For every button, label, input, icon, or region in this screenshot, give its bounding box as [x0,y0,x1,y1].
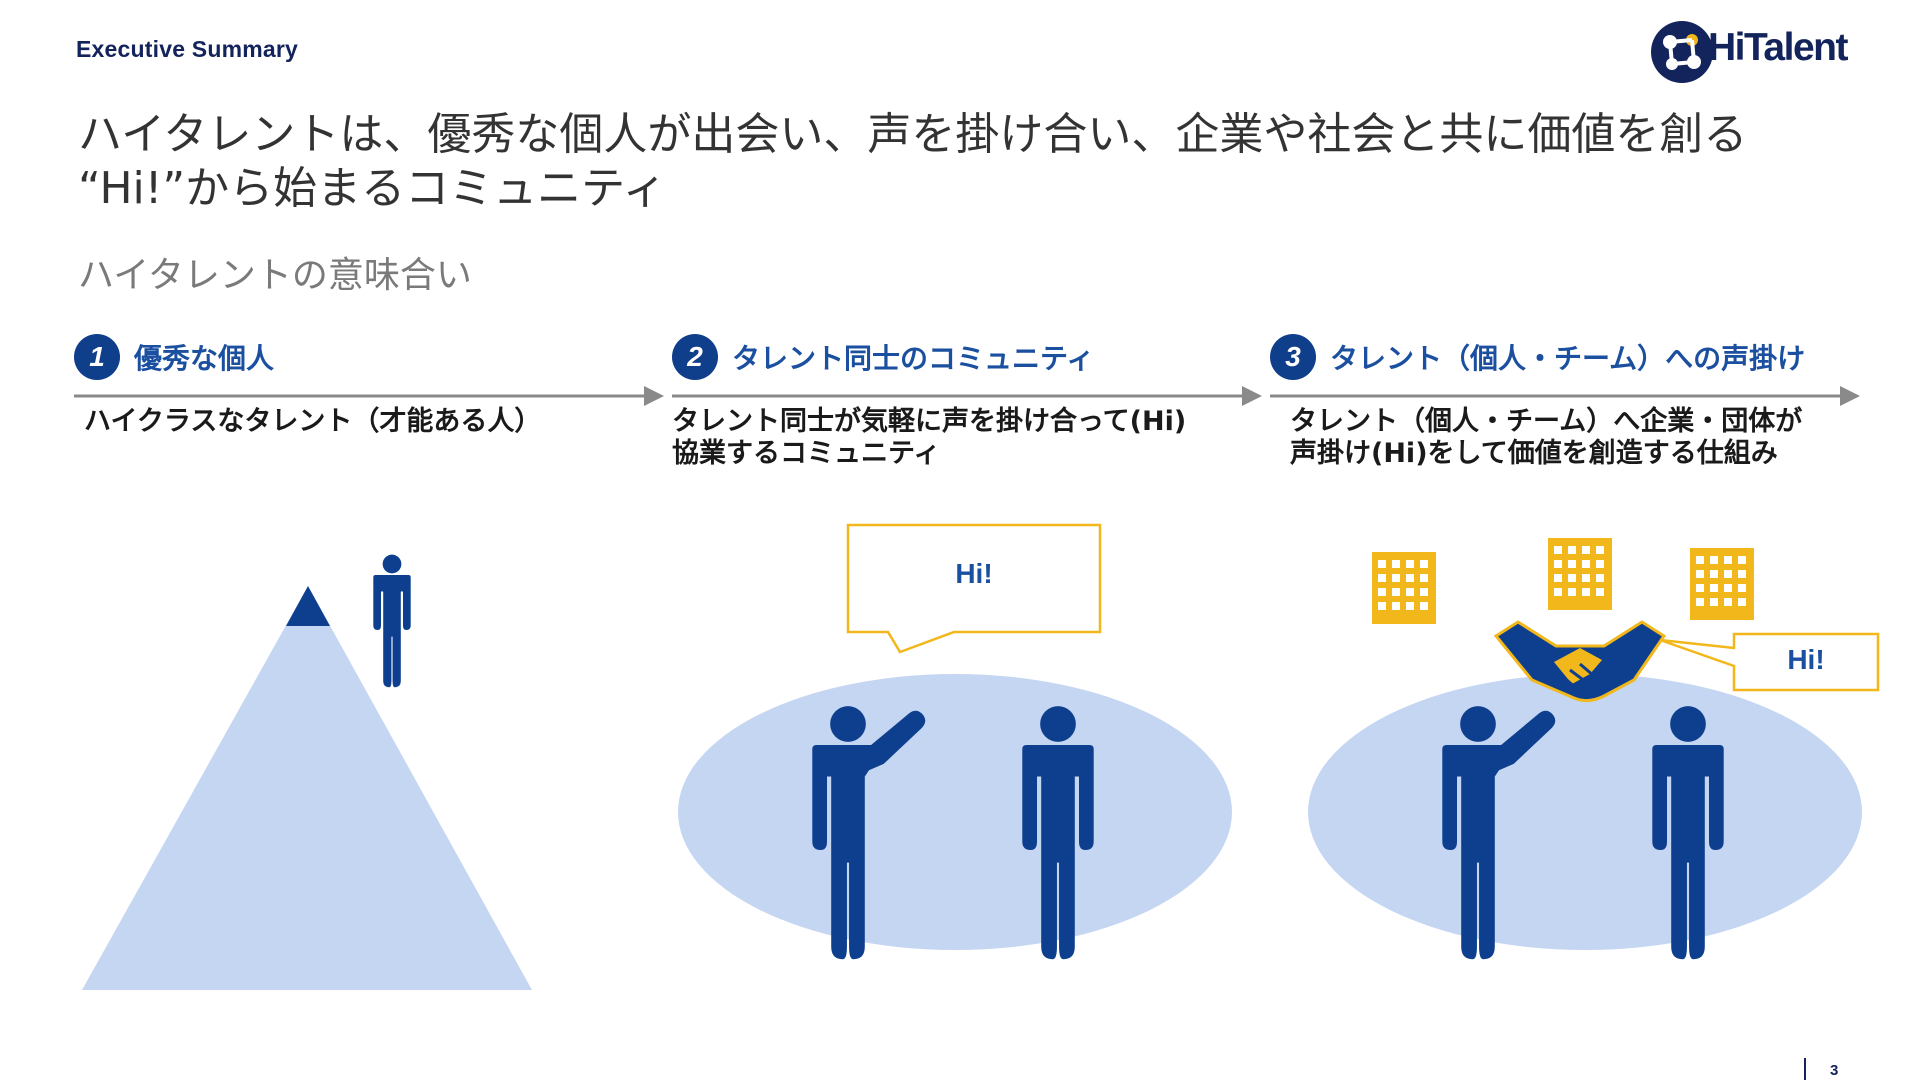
step-2-desc-line-1: タレント同士が気軽に声を掛け合って(Hi) [672,406,1187,437]
section-tag: Executive Summary [76,36,299,62]
building-icon-left [1372,552,1436,624]
arrow-1 [74,386,664,406]
page-separator [1804,1058,1806,1080]
step-3-label: 3 タレント（個人・チーム）への声掛け [1270,334,1805,380]
step-2-description: タレント同士が気軽に声を掛け合って(Hi) 協業するコミュニティ [672,406,1186,470]
step-3-description: タレント（個人・チーム）へ企業・団体が 声掛け(Hi)をして価値を創造する仕組み [1290,406,1802,470]
bubble-community [846,523,1102,654]
step-1-badge: 1 [74,334,120,380]
step-3-desc-line-1: タレント（個人・チーム）へ企業・団体が [1290,406,1803,437]
step-2-title: タレント同士のコミュニティ [732,342,1095,375]
handshake-icon [1493,620,1667,703]
headline-line-1: ハイタレントは、優秀な個人が出会い、声を掛け合い、企業や社会と共に価値を創る [78,109,1748,160]
subheading: ハイタレントの意味合い [78,255,472,296]
step-2-badge: 2 [672,334,718,380]
logo-wordmark: HiTalent [1708,26,1848,69]
step-3-title: タレント（個人・チーム）への声掛け [1330,342,1806,375]
community-ellipse [678,674,1232,950]
arrow-3 [1270,386,1860,406]
headline-line-2: “Hi!”から始まるコミュニティ [78,163,667,214]
page-number: 3 [1830,1062,1839,1079]
building-icon-center [1548,538,1612,610]
pyramid-peak [286,586,330,626]
person-icon-top [373,554,411,688]
bubble-corporate [1659,632,1880,692]
step-1-label: 1 優秀な個人 [74,334,274,380]
step-1-desc-line-1: ハイクラスなタレント（才能ある人） [84,406,542,437]
step-2-desc-line-2: 協業するコミュニティ [672,438,941,469]
bubble-community-text: Hi! [955,558,993,589]
arrow-2 [672,386,1262,406]
step-1-description: ハイクラスなタレント（才能ある人） [84,406,541,438]
pyramid [82,586,532,990]
step-2-label: 2 タレント同士のコミュニティ [672,334,1094,380]
step-3-badge: 3 [1270,334,1316,380]
building-icon-right [1690,548,1754,620]
bubble-corporate-text: Hi! [1787,644,1825,675]
step-1-title: 優秀な個人 [134,342,275,375]
hitalent-logo [1651,21,1713,83]
step-3-desc-line-2: 声掛け(Hi)をして価値を創造する仕組み [1290,438,1778,469]
corporate-ellipse [1308,674,1862,950]
headline: ハイタレントは、優秀な個人が出会い、声を掛け合い、企業や社会と共に価値を創る “… [78,108,1858,216]
